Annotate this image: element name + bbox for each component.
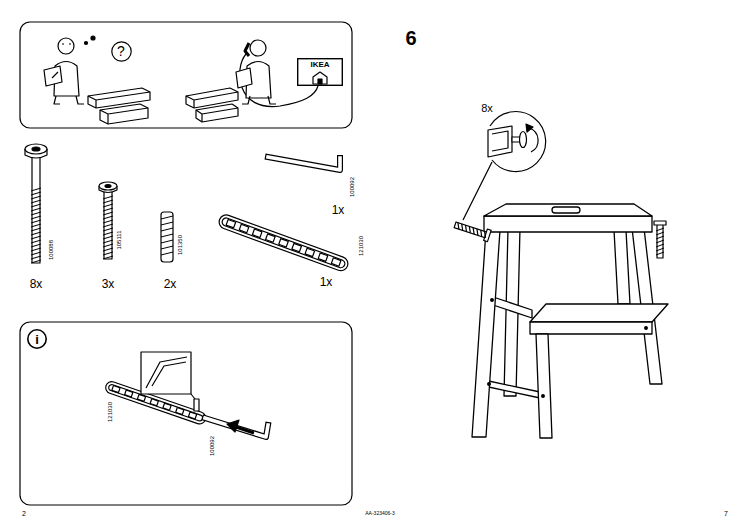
thread: [467, 226, 472, 233]
part-number: 100088: [48, 240, 54, 260]
sign-outline: [298, 59, 343, 86]
thread: [161, 216, 173, 255]
dowel: [161, 212, 173, 262]
slot: [163, 403, 171, 410]
thread: [456, 223, 461, 230]
allen-key: [205, 418, 268, 437]
thread: [31, 188, 41, 263]
thread: [475, 229, 480, 236]
slot: [252, 229, 262, 237]
bolt: [25, 144, 47, 263]
store-icon: [313, 72, 327, 84]
thread: [483, 231, 488, 238]
node-text: ?: [117, 44, 125, 58]
panel: [20, 22, 352, 128]
node-text: IKEA: [310, 61, 329, 69]
allen-key: [268, 157, 340, 170]
boards: [88, 88, 150, 124]
screw: [654, 221, 666, 258]
slot: [188, 412, 196, 419]
screw: [453, 219, 491, 242]
slot: [112, 386, 120, 393]
thread: [471, 228, 476, 235]
part-number: 100092: [209, 436, 215, 456]
page-number: 2: [22, 510, 26, 517]
part-number: 121030: [107, 402, 113, 422]
detail-callout: [463, 112, 546, 220]
part-number: 105111: [116, 230, 122, 249]
slot: [150, 399, 158, 406]
page-number: 7: [724, 510, 728, 517]
panel: [20, 322, 352, 505]
quantity: 1x: [332, 204, 345, 216]
part-number: 121030: [358, 236, 364, 256]
slot: [239, 224, 249, 232]
question-bubble: ?: [111, 41, 132, 62]
node-text: i: [35, 333, 39, 346]
slot: [292, 243, 302, 251]
quantity: 8x: [481, 103, 493, 114]
insert-arrow: [227, 420, 254, 433]
quantity: 1x: [320, 276, 333, 288]
step-stool: [472, 204, 668, 438]
rail: [217, 213, 350, 273]
slot: [226, 219, 236, 227]
circle-outline: [111, 41, 130, 60]
thread: [464, 225, 469, 232]
store-sign: IKEA: [297, 58, 343, 86]
quantity: 2x: [164, 278, 177, 290]
part-number: 100092: [349, 177, 355, 197]
detail-inset: [141, 352, 199, 411]
document-code: AA-323406-3: [365, 511, 394, 516]
slot: [331, 258, 341, 266]
circle-outline: [28, 330, 46, 348]
slot: [318, 253, 328, 261]
info-icon: i: [27, 329, 47, 349]
slot: [266, 234, 276, 242]
thread: [460, 224, 465, 231]
slot: [279, 239, 289, 247]
slot: [176, 408, 184, 415]
quantity: 3x: [102, 278, 115, 290]
thread: [479, 230, 484, 237]
slot: [125, 390, 133, 397]
quantity: 8x: [30, 278, 43, 290]
thread: [103, 196, 113, 259]
confused-man: [44, 36, 95, 104]
bolt: [99, 182, 117, 259]
part-number: 101350: [177, 235, 183, 255]
slot: [137, 394, 145, 401]
thread: [656, 228, 664, 255]
step-number: 6: [405, 28, 416, 48]
slot: [305, 248, 315, 256]
